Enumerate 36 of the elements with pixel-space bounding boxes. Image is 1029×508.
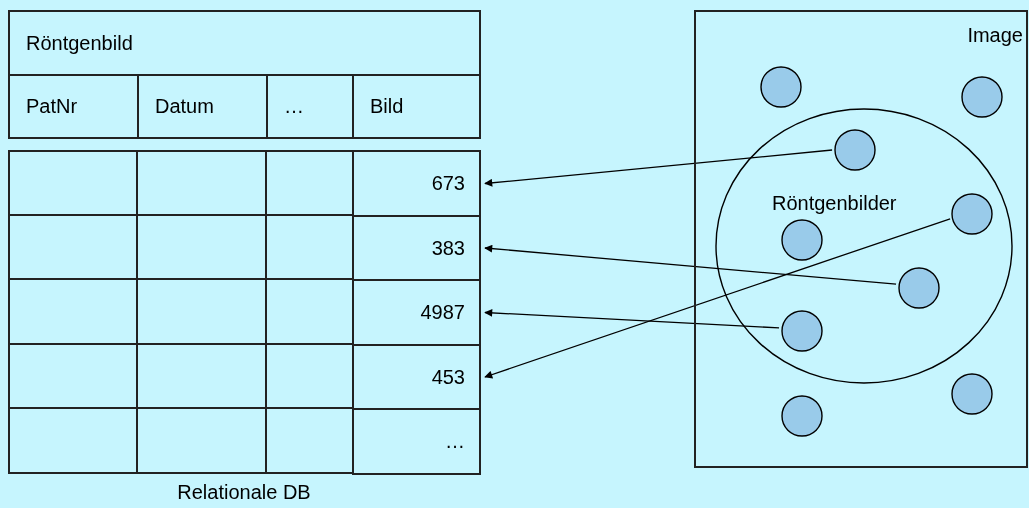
set-label: Röntgenbilder <box>772 192 897 215</box>
arrow <box>484 308 780 329</box>
frame-title: Image <box>967 24 1023 47</box>
table-cell <box>352 344 481 410</box>
column-header: PatNr <box>26 95 78 118</box>
object-circle <box>834 129 876 171</box>
table-title-cell <box>8 10 481 76</box>
arrow <box>484 244 897 285</box>
caption: Relationale DB <box>177 480 311 504</box>
table-cell <box>352 150 481 217</box>
database-frame <box>694 10 1028 468</box>
object-circle <box>951 193 993 235</box>
object-circle <box>951 373 993 415</box>
cell-value: 4987 <box>420 301 465 324</box>
object-circle <box>781 219 823 261</box>
column-header: Röntgenbild <box>26 31 133 55</box>
object-circle <box>898 267 940 309</box>
column-header-cell <box>8 74 139 139</box>
cell-value: … <box>445 430 465 453</box>
table-cell <box>352 279 481 346</box>
column-header: Datum <box>155 95 214 118</box>
cell-value: 673 <box>431 172 465 195</box>
table-cell <box>352 215 481 281</box>
arrow <box>484 218 951 379</box>
table-cell <box>352 408 481 475</box>
column-header-cell <box>352 74 481 139</box>
object-circle <box>781 310 823 352</box>
column-header: Bild <box>370 95 404 118</box>
object-circle <box>961 76 1003 118</box>
object-circle <box>781 395 823 437</box>
set-ellipse <box>715 108 1013 384</box>
cell-value: 383 <box>431 236 465 260</box>
object-circle <box>760 66 802 108</box>
column-header: … <box>284 95 304 118</box>
arrow <box>484 149 833 187</box>
cell-value: 453 <box>431 365 465 389</box>
